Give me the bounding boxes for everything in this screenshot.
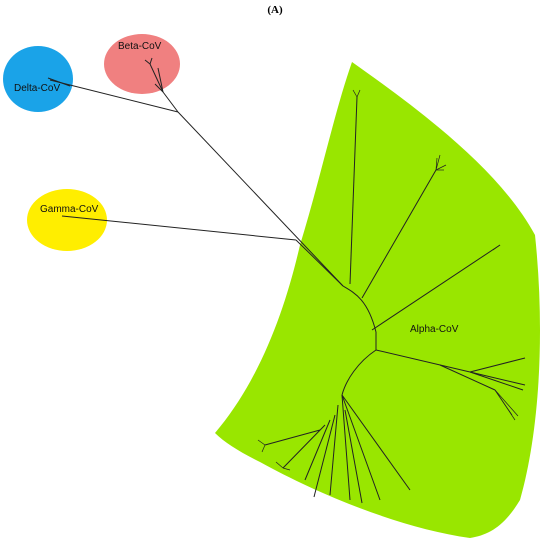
alpha-cov-label: Alpha-CoV [410,324,459,335]
tree-branches [47,57,526,504]
alpha-cov-region [215,62,540,538]
gamma-cov-region [27,189,107,251]
panel-label: (A) [267,4,283,16]
gamma-cov-label: Gamma-CoV [40,204,99,215]
delta-cov-label: Delta-CoV [14,83,60,94]
beta-cov-label: Beta-CoV [118,41,162,52]
beta-cov-region [104,34,180,94]
delta-cov-region [3,46,73,112]
